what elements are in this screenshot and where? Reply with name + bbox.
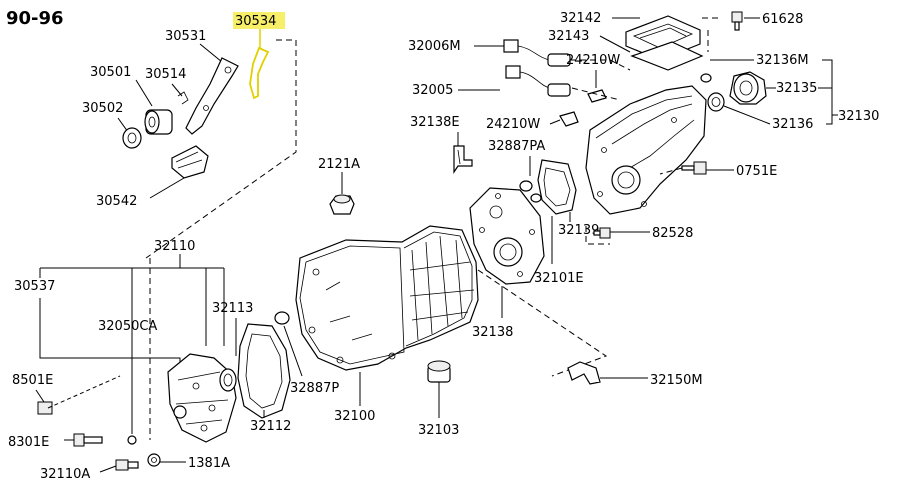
part-0751E-bolt[interactable] — [681, 161, 707, 175]
callout-30531[interactable]: 30531 — [165, 29, 206, 44]
callout-32138[interactable]: 32138 — [472, 325, 513, 340]
part-1381A-seal[interactable] — [147, 453, 161, 467]
part-32138E-breather[interactable] — [453, 145, 473, 174]
part-8301E-bolt[interactable] — [73, 433, 103, 447]
callout-32050CA[interactable]: 32050CA — [98, 319, 157, 334]
part-61628-bolt[interactable] — [731, 11, 743, 31]
callout-32887P[interactable]: 32887P — [290, 381, 339, 396]
diagram-title: 90-96 — [6, 8, 64, 29]
callout-32006M[interactable]: 32006M — [408, 39, 461, 54]
part-32139-gasket[interactable] — [537, 159, 577, 215]
callout-32005[interactable]: 32005 — [412, 83, 453, 98]
part-32135-bushing[interactable] — [729, 71, 767, 105]
callout-32887PA[interactable]: 32887PA — [488, 139, 545, 154]
part-32136M-pin[interactable] — [700, 73, 712, 83]
part-32110A-dowel[interactable] — [115, 459, 139, 471]
callout-30501[interactable]: 30501 — [90, 65, 131, 80]
part-30501-bearing[interactable] — [144, 109, 173, 135]
part-32143-gasket[interactable] — [630, 41, 704, 71]
callout-30514[interactable]: 30514 — [145, 67, 186, 82]
part-8501E-bolt[interactable] — [37, 375, 121, 415]
callout-32130[interactable]: 32130 — [838, 109, 879, 124]
callout-32135[interactable]: 32135 — [776, 81, 817, 96]
part-32112-gasket[interactable] — [237, 323, 291, 419]
part-32100-transmission-case[interactable] — [295, 225, 479, 371]
highlight-box — [233, 12, 285, 29]
callout-32138E[interactable]: 32138E — [410, 115, 460, 130]
callout-32113[interactable]: 32113 — [212, 301, 253, 316]
callout-0751E[interactable]: 0751E — [736, 164, 777, 179]
part-30514-clip[interactable] — [177, 91, 189, 105]
callout-82528[interactable]: 82528 — [652, 226, 693, 241]
part-32005-sensor[interactable] — [505, 65, 571, 97]
part-32138-adapter-plate[interactable] — [469, 187, 545, 285]
callout-32150M[interactable]: 32150M — [650, 373, 703, 388]
callout-8501E[interactable]: 8501E — [12, 373, 53, 388]
callout-30542[interactable]: 30542 — [96, 194, 137, 209]
callout-30502[interactable]: 30502 — [82, 101, 123, 116]
callout-32139[interactable]: 32139 — [558, 223, 599, 238]
part-30542-boot[interactable] — [171, 145, 209, 179]
callout-32112[interactable]: 32112 — [250, 419, 291, 434]
part-30502-washer[interactable] — [122, 127, 142, 149]
part-32113-seal[interactable] — [219, 368, 237, 392]
callout-1381A[interactable]: 1381A — [188, 456, 230, 471]
callout-32103[interactable]: 32103 — [418, 423, 459, 438]
part-30534-spring[interactable] — [249, 46, 270, 100]
part-30531-fork[interactable] — [185, 57, 239, 135]
callout-30534[interactable]: 30534 — [235, 14, 276, 29]
callout-32143[interactable]: 32143 — [548, 29, 589, 44]
callout-61628[interactable]: 61628 — [762, 12, 803, 27]
callout-30537[interactable]: 30537 — [14, 279, 55, 294]
callout-32136[interactable]: 32136 — [772, 117, 813, 132]
part-32110-front-cover[interactable] — [167, 353, 237, 443]
part-32150M-bracket[interactable] — [567, 361, 601, 385]
callout-2121A[interactable]: 2121A — [318, 157, 360, 172]
part-32103-mount[interactable] — [427, 360, 451, 383]
part-24210W-clamp-b[interactable] — [559, 111, 579, 127]
callout-8301E[interactable]: 8301E — [8, 435, 49, 450]
part-2121A-plug[interactable] — [329, 194, 355, 215]
callout-32110A[interactable]: 32110A — [40, 467, 90, 482]
callout-32110[interactable]: 32110 — [154, 239, 195, 254]
part-32136-seal[interactable] — [707, 92, 725, 112]
part-32887PA-pins[interactable] — [519, 180, 542, 203]
callout-24210W-b[interactable]: 24210W — [486, 117, 540, 132]
part-washer[interactable] — [127, 435, 137, 445]
callout-32100[interactable]: 32100 — [334, 409, 375, 424]
callout-32142[interactable]: 32142 — [560, 11, 601, 26]
part-32130-rear-extension[interactable] — [585, 85, 707, 215]
callout-32136M[interactable]: 32136M — [756, 53, 809, 68]
part-82528-bolt[interactable] — [593, 227, 611, 239]
callout-32101E[interactable]: 32101E — [534, 271, 584, 286]
part-32887P-pin[interactable] — [274, 311, 290, 325]
